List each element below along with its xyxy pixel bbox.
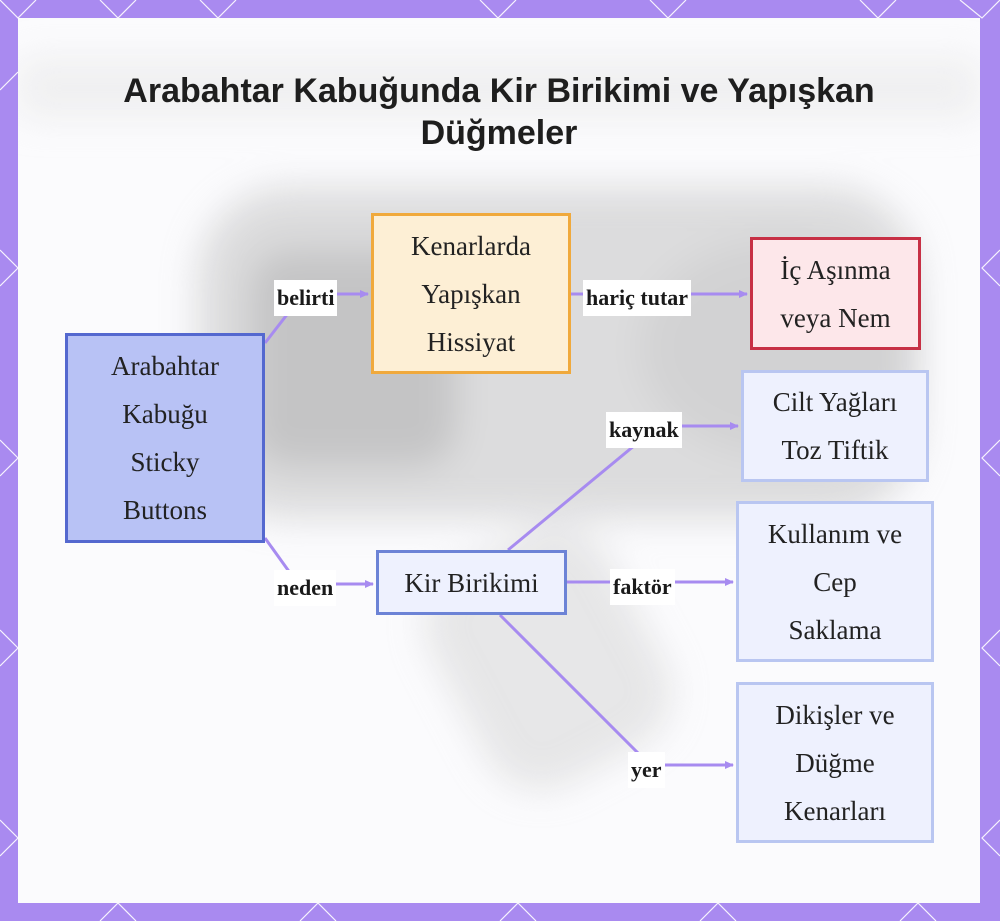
diagram-title: Arabahtar Kabuğunda Kir Birikimi ve Yapı… bbox=[123, 72, 875, 152]
edge-label-yer: yer bbox=[628, 752, 665, 788]
edge-label-belirti: belirti bbox=[274, 280, 338, 316]
edge-label-faktor: faktör bbox=[610, 569, 675, 605]
edge-yer bbox=[498, 613, 734, 769]
node-source: Cilt Yağları Toz Tiftik bbox=[741, 370, 929, 482]
edge-label-haric-tutar: hariç tutar bbox=[583, 280, 692, 316]
node-excluded-cause: İç Aşınma veya Nem bbox=[750, 237, 921, 350]
node-location: Dikişler ve Düğme Kenarları bbox=[736, 682, 934, 843]
node-sticky-feel: Kenarlarda Yapışkan Hissiyat bbox=[371, 213, 571, 374]
edge-label-neden: neden bbox=[274, 570, 337, 606]
node-dirt-buildup: Kir Birikimi bbox=[376, 550, 567, 615]
edge-label-kaynak: kaynak bbox=[606, 412, 682, 448]
node-root: Arabahtar Kabuğu Sticky Buttons bbox=[65, 333, 265, 543]
node-factor: Kullanım ve Cep Saklama bbox=[736, 501, 934, 662]
diagram-canvas: Arabahtar Kabuğunda Kir Birikimi ve Yapı… bbox=[18, 18, 980, 903]
